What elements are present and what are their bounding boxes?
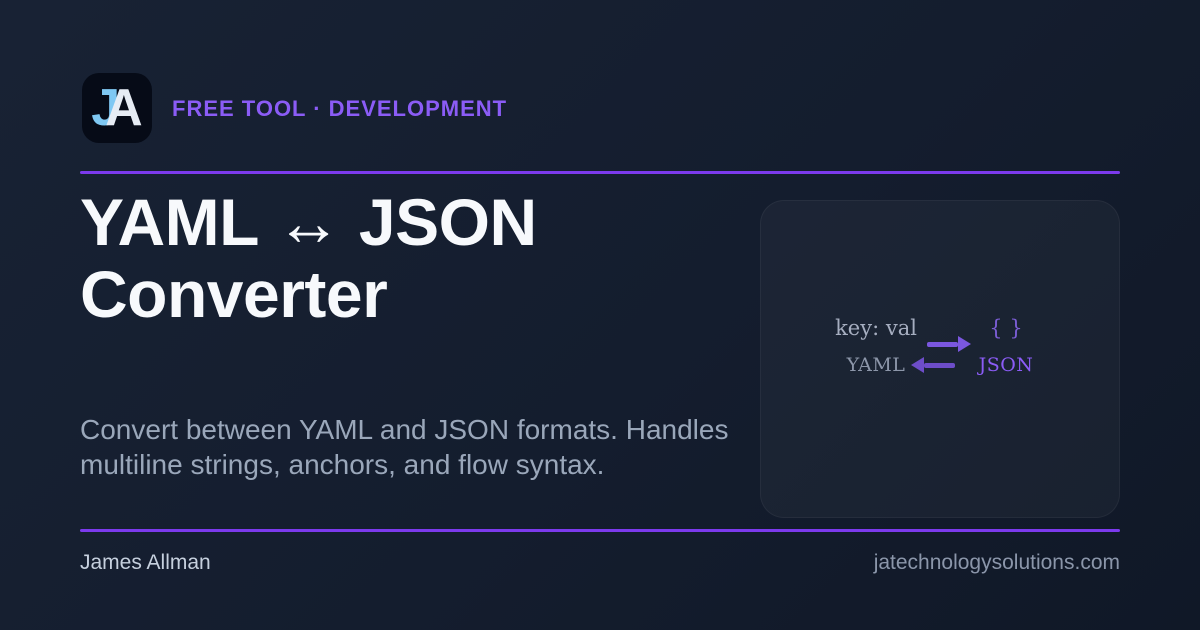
bottom-divider (80, 529, 1120, 532)
json-braces-text: { } (989, 316, 1023, 340)
yaml-label: YAML (846, 354, 906, 376)
tool-description: Convert between YAML and JSON formats. H… (80, 412, 728, 482)
arrow-right-icon (927, 336, 971, 352)
brand-logo-letters: J A (91, 82, 142, 134)
brand-logo: J A (82, 73, 152, 143)
page-title-line2: Converter (80, 257, 388, 331)
tool-description-line2: multiline strings, anchors, and flow syn… (80, 449, 605, 480)
author-name: James Allman (80, 551, 211, 574)
yaml-sample-text: key: val (835, 316, 917, 340)
arrow-left-icon (911, 357, 955, 373)
conversion-graphic-panel: key: val { } YAML JSON (760, 200, 1120, 518)
arrow-right-head (958, 336, 971, 352)
logo-letter-j: J (91, 79, 121, 137)
arrow-left-head (911, 357, 924, 373)
arrow-left-shaft (924, 362, 955, 368)
page-title-line1: YAML ↔ JSON (80, 185, 537, 259)
arrow-right-shaft (927, 341, 958, 347)
page-title: YAML ↔ JSON Converter (80, 186, 537, 330)
logo-letter-a: A (105, 79, 143, 137)
json-label: JSON (978, 354, 1034, 376)
website-url: jatechnologysolutions.com (873, 551, 1120, 574)
category-tagline: FREE TOOL · DEVELOPMENT (172, 96, 508, 121)
top-divider (80, 171, 1120, 174)
tool-description-line1: Convert between YAML and JSON formats. H… (80, 414, 729, 445)
